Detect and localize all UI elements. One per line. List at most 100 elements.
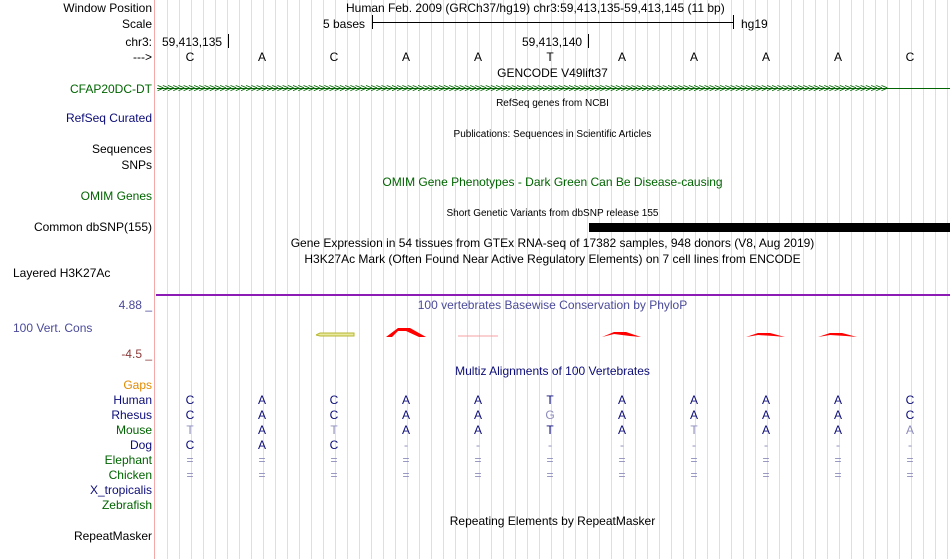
species-label-elephant[interactable]: Elephant bbox=[104, 453, 152, 467]
species-label-human[interactable]: Human bbox=[113, 393, 152, 407]
grid-line bbox=[203, 0, 204, 559]
aligned-base: G bbox=[545, 408, 555, 422]
grid-line bbox=[887, 0, 888, 559]
sequences-label[interactable]: Sequences bbox=[91, 142, 152, 156]
grid-line bbox=[731, 0, 732, 559]
refseq-label[interactable]: RefSeq Curated bbox=[65, 111, 152, 125]
aligned-base: A bbox=[257, 408, 266, 422]
grid-line bbox=[335, 0, 336, 559]
grid-line bbox=[527, 0, 528, 559]
aligned-base: A bbox=[833, 408, 842, 422]
species-label-dog[interactable]: Dog bbox=[129, 438, 152, 452]
aligned-base: = bbox=[402, 468, 410, 482]
grid-line bbox=[275, 0, 276, 559]
aligned-base: - bbox=[404, 438, 408, 452]
dbsnp-feature[interactable] bbox=[589, 223, 950, 232]
position-left: 59,413,135 bbox=[162, 35, 223, 49]
repeatmasker-label[interactable]: RepeatMasker bbox=[73, 529, 152, 543]
aligned-base: = bbox=[834, 468, 842, 482]
aligned-base: - bbox=[764, 438, 768, 452]
h3k27ac-title: H3K27Ac Mark (Often Found Near Active Re… bbox=[304, 252, 801, 266]
aligned-base: = bbox=[330, 453, 338, 467]
species-label-chicken[interactable]: Chicken bbox=[108, 468, 152, 482]
grid-line bbox=[563, 0, 564, 559]
dbsnp-label[interactable]: Common dbSNP(155) bbox=[33, 220, 152, 234]
aligned-base: = bbox=[546, 468, 554, 482]
aligned-base: = bbox=[258, 453, 266, 467]
gtex-title: Gene Expression in 54 tissues from GTEx … bbox=[290, 236, 815, 250]
grid-line bbox=[755, 0, 756, 559]
grid-line bbox=[671, 0, 672, 559]
track-divider bbox=[156, 294, 950, 296]
strand-label: ---> bbox=[133, 50, 152, 64]
species-label-mouse[interactable]: Mouse bbox=[115, 423, 152, 437]
position-tick bbox=[228, 34, 229, 48]
grid-line bbox=[839, 0, 840, 559]
aligned-base: A bbox=[833, 423, 842, 437]
grid-line bbox=[851, 0, 852, 559]
grid-line bbox=[647, 0, 648, 559]
species-label-rhesus[interactable]: Rhesus bbox=[111, 408, 152, 422]
grid-line bbox=[599, 0, 600, 559]
grid-line bbox=[587, 0, 588, 559]
grid-line bbox=[431, 0, 432, 559]
omim-title: OMIM Gene Phenotypes - Dark Green Can Be… bbox=[382, 175, 723, 189]
grid-line bbox=[803, 0, 804, 559]
phylop-min: -4.5 _ bbox=[121, 347, 152, 361]
grid-line bbox=[395, 0, 396, 559]
aligned-base: = bbox=[186, 468, 194, 482]
grid-line bbox=[503, 0, 504, 559]
grid-line bbox=[551, 0, 552, 559]
grid-line bbox=[815, 0, 816, 559]
grid-line bbox=[935, 0, 936, 559]
species-label-x_tropicalis[interactable]: X_tropicalis bbox=[89, 483, 152, 497]
grid-line bbox=[383, 0, 384, 559]
refseq-title: RefSeq genes from NCBI bbox=[496, 98, 609, 109]
aligned-base: = bbox=[618, 453, 626, 467]
aligned-base: A bbox=[401, 423, 410, 437]
assembly-title: Human Feb. 2009 (GRCh37/hg19) chr3:59,41… bbox=[346, 1, 725, 15]
phylop-max: 4.88 _ bbox=[118, 298, 152, 312]
aligned-base: C bbox=[185, 438, 195, 452]
aligned-base: = bbox=[690, 468, 698, 482]
aligned-base: = bbox=[474, 468, 482, 482]
aligned-base: C bbox=[329, 408, 339, 422]
h3k27ac-label[interactable]: Layered H3K27Ac bbox=[13, 266, 111, 280]
grid-line bbox=[827, 0, 828, 559]
scale-tick-right bbox=[733, 15, 734, 29]
aligned-base: C bbox=[905, 408, 915, 422]
scale-label: Scale bbox=[121, 17, 152, 31]
aligned-base: A bbox=[473, 408, 482, 422]
grid-line bbox=[347, 0, 348, 559]
base-letter: A bbox=[833, 50, 842, 64]
grid-line bbox=[455, 0, 456, 559]
grid-line bbox=[263, 0, 264, 559]
omim-label[interactable]: OMIM Genes bbox=[80, 189, 152, 203]
gencode-gene-label[interactable]: CFAP20DC-DT bbox=[69, 82, 152, 96]
phylop-positive-mark bbox=[386, 328, 426, 337]
species-label-zebrafish[interactable]: Zebrafish bbox=[101, 498, 152, 512]
aligned-base: = bbox=[762, 453, 770, 467]
grid-line bbox=[311, 0, 312, 559]
aligned-base: A bbox=[401, 408, 410, 422]
position-tick bbox=[588, 34, 589, 48]
grid-line bbox=[695, 0, 696, 559]
base-letter: C bbox=[329, 50, 339, 64]
aligned-base: A bbox=[689, 393, 698, 407]
aligned-base: = bbox=[546, 453, 554, 467]
aligned-base: - bbox=[908, 438, 912, 452]
snps-label[interactable]: SNPs bbox=[121, 158, 152, 172]
phylop-label[interactable]: 100 Vert. Cons bbox=[13, 321, 93, 335]
aligned-base: C bbox=[329, 438, 339, 452]
phylop-positive-mark bbox=[746, 333, 785, 337]
grid-line bbox=[863, 0, 864, 559]
aligned-base: A bbox=[689, 408, 698, 422]
grid-line bbox=[791, 0, 792, 559]
phylop-positive-mark bbox=[602, 332, 641, 337]
grid-line bbox=[251, 0, 252, 559]
grid-line bbox=[191, 0, 192, 559]
gaps-label[interactable]: Gaps bbox=[123, 378, 152, 392]
grid-line bbox=[539, 0, 540, 559]
aligned-base: A bbox=[617, 393, 626, 407]
